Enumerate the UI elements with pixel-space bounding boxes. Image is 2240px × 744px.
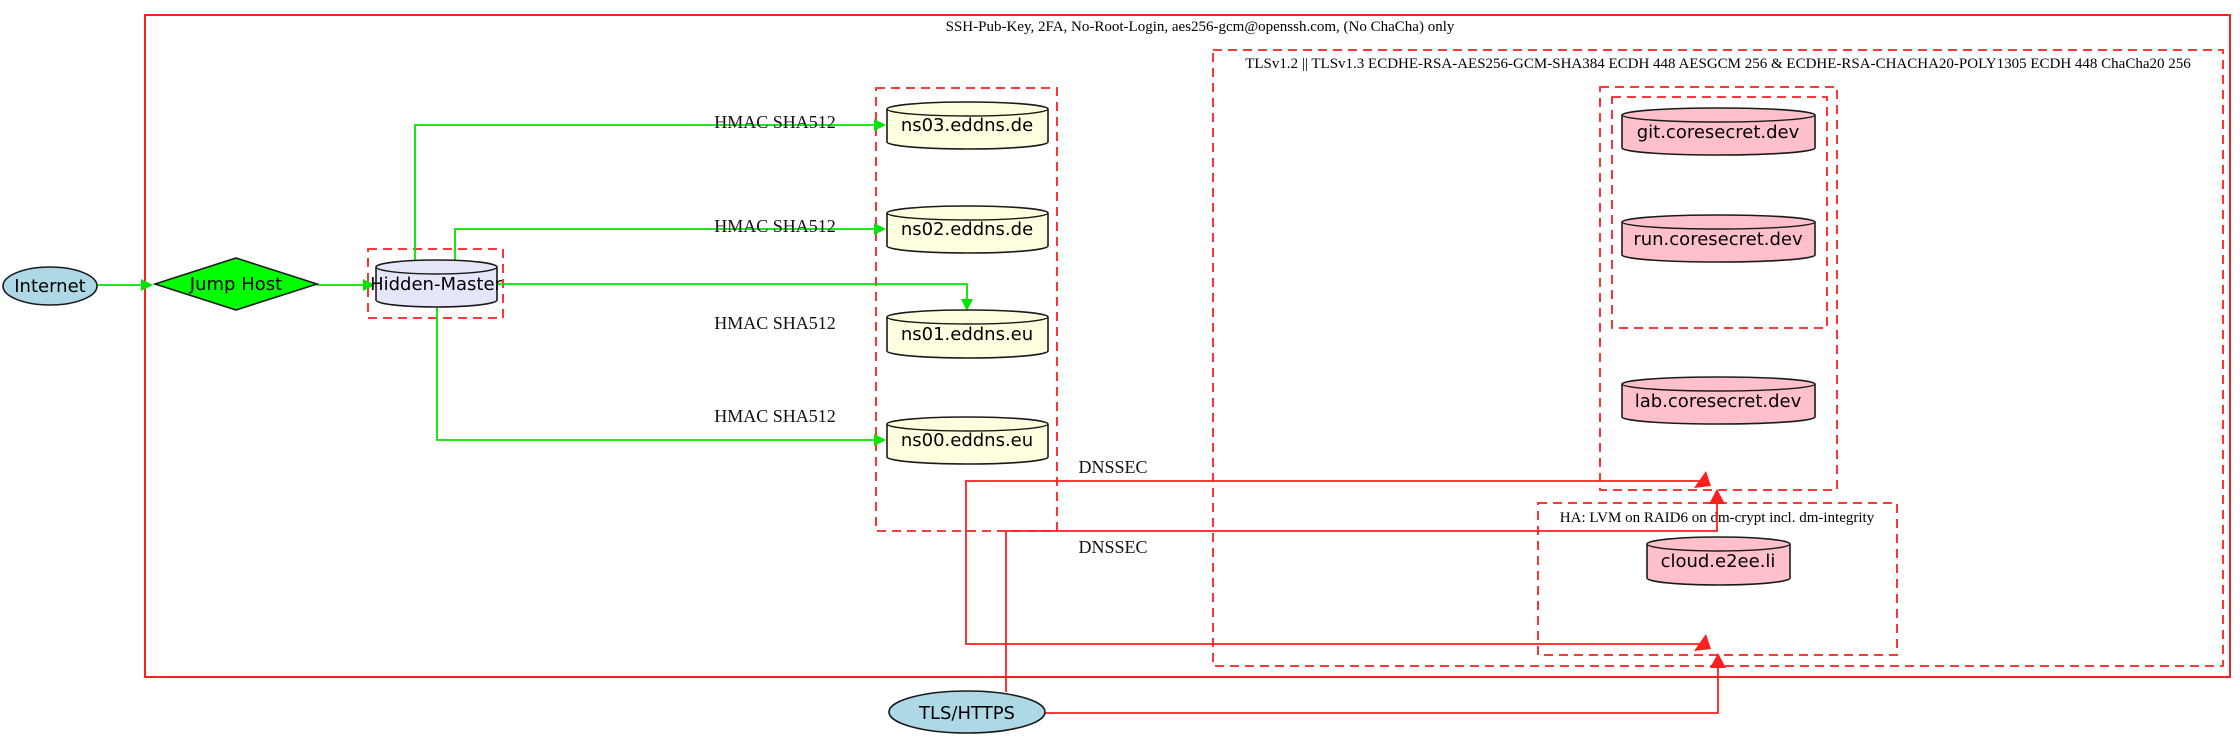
run-label: run.coresecret.dev <box>1633 229 1803 250</box>
tls-cluster-label: TLSv1.2 || TLSv1.3 ECDHE-RSA-AES256-GCM-… <box>1245 56 2191 72</box>
arrowhead-up-icon <box>1694 471 1711 488</box>
edge-tlshttps-to-ha <box>1045 653 1726 714</box>
edge-line <box>965 531 1700 645</box>
edge-label-hmac-ns01: HMAC SHA512 <box>714 313 836 333</box>
cloud-cylinder <box>1646 536 1791 586</box>
cylinder-rim <box>886 423 1049 432</box>
cylinder-rim <box>1621 383 1816 392</box>
coresecret-cluster-border <box>1599 86 1838 491</box>
arrowhead-right-icon <box>363 279 375 291</box>
ns00-cylinder <box>886 416 1049 465</box>
node-git-coresecret: git.coresecret.dev <box>1621 107 1816 156</box>
tls-https-ellipse <box>888 690 1046 734</box>
arrowhead-right-icon <box>141 279 153 291</box>
node-jump-host: Jump Host <box>152 257 320 311</box>
edge-line <box>1045 668 1719 714</box>
run-cylinder <box>1621 214 1816 263</box>
git-label: git.coresecret.dev <box>1637 122 1800 143</box>
arrowhead-right-icon <box>874 119 886 131</box>
arrowhead-right-icon <box>874 434 886 446</box>
edge-nscluster-to-coresecret-dnssec <box>965 471 1711 531</box>
edge-line <box>454 228 874 260</box>
nameserver-cluster-border <box>875 87 1058 532</box>
cylinder-rim <box>1621 114 1816 123</box>
ns00-label: ns00.eddns.eu <box>901 430 1033 451</box>
node-ns02: ns02.eddns.de <box>886 205 1049 254</box>
node-ns03: ns03.eddns.de <box>886 101 1049 150</box>
ssh-boundary-border <box>144 14 2231 678</box>
node-hidden-master: Hidden-Master <box>370 259 503 308</box>
edge-line <box>497 283 968 299</box>
edge-internet-to-jumphost <box>97 279 153 291</box>
edge-label-hmac-ns03: HMAC SHA512 <box>714 112 836 132</box>
ns03-label: ns03.eddns.de <box>901 115 1033 136</box>
arrowhead-right-icon <box>874 223 886 235</box>
edge-label-dnssec-1: DNSSEC <box>1078 457 1147 477</box>
node-lab-coresecret: lab.coresecret.dev <box>1621 376 1816 425</box>
edge-line <box>965 480 1700 531</box>
ns02-label: ns02.eddns.de <box>901 219 1033 240</box>
node-ns01: ns01.eddns.eu <box>886 309 1049 359</box>
edge-line <box>414 124 874 260</box>
gitrun-subcluster-border <box>1611 96 1828 329</box>
jump-host-label: Jump Host <box>189 274 282 295</box>
edge-line <box>436 307 874 441</box>
hidden-master-cylinder <box>375 259 498 308</box>
edge-jumphost-to-hiddenmaster <box>317 279 375 291</box>
arrowhead-up-icon <box>1694 634 1711 651</box>
cylinder-rim <box>886 212 1049 221</box>
edge-line <box>1005 504 1718 692</box>
node-run-coresecret: run.coresecret.dev <box>1621 214 1816 263</box>
arrowhead-up-icon <box>1710 653 1726 668</box>
edge-label-dnssec-2: DNSSEC <box>1078 537 1147 557</box>
internet-label: Internet <box>14 276 85 297</box>
cylinder-rim <box>886 108 1049 117</box>
edge-hiddenmaster-to-ns02 <box>454 223 886 260</box>
edge-label-hmac-ns00: HMAC SHA512 <box>714 406 836 426</box>
cloud-label: cloud.e2ee.li <box>1661 551 1776 572</box>
ssh-boundary-cluster: SSH-Pub-Key, 2FA, No-Root-Login, aes256-… <box>144 14 2231 678</box>
edge-nscluster-to-ha-dnssec <box>965 531 1711 651</box>
arrowhead-up-icon <box>1709 489 1725 504</box>
edge-tlshttps-to-coresecret <box>1005 489 1725 692</box>
hidden-master-label: Hidden-Master <box>370 274 502 295</box>
edge-label-hmac-ns02: HMAC SHA512 <box>714 216 836 236</box>
cylinder-rim <box>886 316 1049 325</box>
ns02-cylinder <box>886 205 1049 254</box>
ssh-boundary-label: SSH-Pub-Key, 2FA, No-Root-Login, aes256-… <box>946 19 1455 35</box>
node-cloud-e2ee: cloud.e2ee.li <box>1646 536 1791 586</box>
git-cylinder <box>1621 107 1816 156</box>
node-internet: Internet <box>2 266 98 306</box>
lab-label: lab.coresecret.dev <box>1635 391 1802 412</box>
node-tls-https: TLS/HTTPS <box>888 690 1046 734</box>
tls-https-label: TLS/HTTPS <box>918 703 1015 724</box>
ns03-cylinder <box>886 101 1049 150</box>
edge-hiddenmaster-to-ns03 <box>414 119 886 260</box>
internet-ellipse <box>2 266 98 306</box>
cylinder-rim <box>1646 543 1791 552</box>
lab-cylinder <box>1621 376 1816 425</box>
ns01-label: ns01.eddns.eu <box>901 324 1033 345</box>
ns01-cylinder <box>886 309 1049 359</box>
arrowhead-down-icon <box>961 299 973 311</box>
cylinder-rim <box>375 266 498 275</box>
node-ns00: ns00.eddns.eu <box>886 416 1049 465</box>
edge-hiddenmaster-to-ns01 <box>497 283 973 311</box>
jump-host-diamond <box>152 257 320 311</box>
cylinder-rim <box>1621 221 1816 230</box>
edge-hiddenmaster-to-ns00 <box>436 307 886 446</box>
